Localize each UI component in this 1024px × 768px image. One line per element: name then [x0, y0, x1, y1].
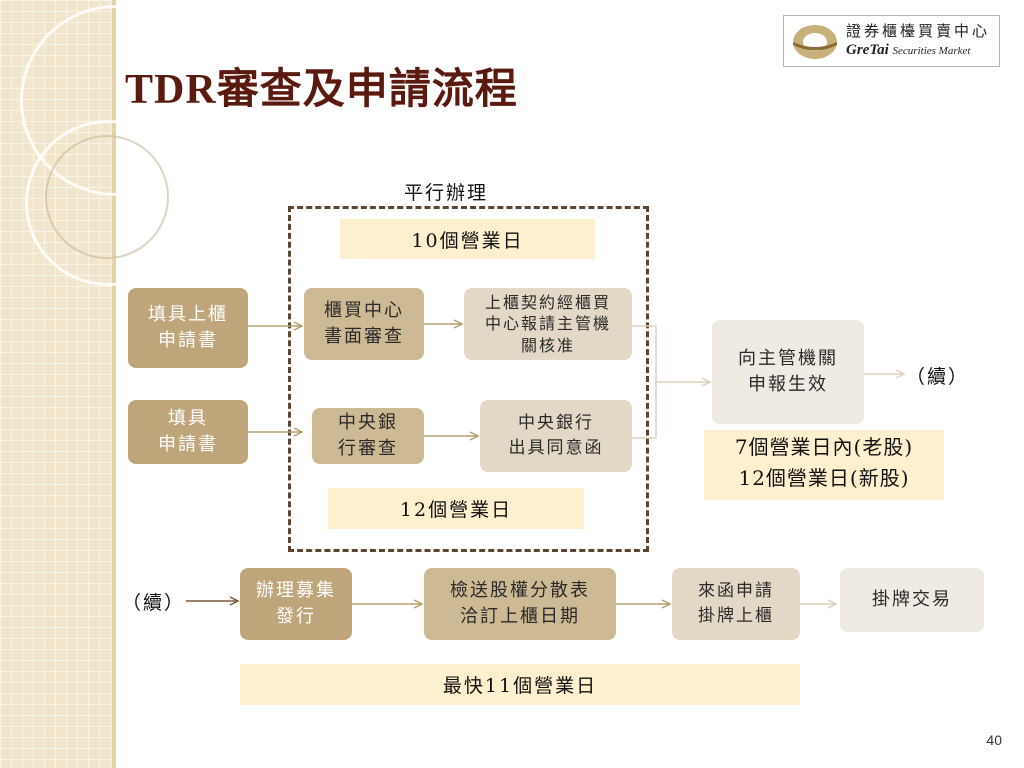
node-listing-trading: 掛牌交易: [840, 568, 984, 632]
gretai-logo: 證券櫃檯買賣中心 GreTai Securities Market: [783, 15, 1000, 67]
title-cjk: 審查及申請流程: [216, 64, 518, 113]
node-line: 申請書: [158, 434, 218, 455]
node-line: 上櫃契約經櫃買: [484, 292, 611, 312]
node-line: 中央銀行: [518, 413, 594, 434]
node-otc-written-review: 櫃買中心書面審查: [304, 288, 424, 360]
node-equity-dispersion: 檢送股權分散表洽訂上櫃日期: [424, 568, 616, 640]
node-line: 洽訂上櫃日期: [460, 606, 580, 627]
page-number: 40: [986, 732, 1002, 748]
node-central-bank-consent: 中央銀行出具同意函: [480, 400, 632, 472]
days-label-right: 7個營業日內(老股) 12個營業日(新股): [704, 430, 944, 500]
node-otc-report-authority: 上櫃契約經櫃買中心報請主管機關核准: [464, 288, 632, 360]
node-fill-application: 填具申請書: [128, 400, 248, 464]
node-fill-otc-application: 填具上櫃申請書: [128, 288, 248, 368]
days-label-right-line1: 7個營業日內(老股): [734, 435, 914, 459]
node-line: 檢送股權分散表: [450, 579, 590, 601]
node-line: 出具同意函: [508, 438, 604, 458]
node-line: 向主管機關: [738, 347, 838, 369]
node-line: 掛牌交易: [872, 588, 952, 610]
node-line: 填具上櫃: [148, 303, 228, 325]
node-line: 書面審查: [324, 326, 404, 347]
parallel-region: [288, 206, 649, 552]
days-label-mid: 12個營業日: [328, 488, 584, 529]
node-line: 掛牌上櫃: [698, 606, 774, 626]
connector-report-to-merge: [632, 325, 657, 439]
logo-name-zh: 證券櫃檯買賣中心: [846, 22, 991, 40]
node-line: 申請書: [158, 330, 218, 351]
node-line: 來函申請: [698, 581, 774, 602]
logo-brand: GreTai: [846, 42, 889, 58]
node-line: 行審查: [338, 438, 398, 459]
node-line: 申報生效: [748, 374, 828, 395]
node-line: 發行: [276, 606, 316, 627]
node-line: 中央銀: [338, 411, 398, 433]
node-offering-issuance: 辦理募集發行: [240, 568, 352, 640]
logo-brand-rest: Securities Market: [892, 45, 971, 57]
slide-title: TDR審查及申請流程: [125, 55, 518, 116]
node-line: 關核准: [520, 335, 575, 355]
node-line: 櫃買中心: [324, 299, 404, 321]
node-line: 中心報請主管機: [484, 314, 611, 334]
title-latin: TDR: [125, 67, 217, 113]
continue-label-left: （續）: [122, 592, 186, 614]
parallel-label: 平行辦理: [404, 182, 489, 204]
gretai-emblem-icon: [793, 25, 837, 59]
days-label-top: 10個營業日: [340, 219, 595, 259]
days-label-bottom: 最快11個營業日: [240, 664, 800, 705]
logo-name-en: GreTai Securities Market: [846, 42, 970, 59]
days-label-right-line2: 12個營業日(新股): [738, 466, 910, 490]
node-file-effective: 向主管機關申報生效: [712, 320, 864, 424]
node-central-bank-review: 中央銀行審查: [312, 408, 424, 464]
node-line: 填具: [168, 407, 208, 429]
decorative-ring: [45, 135, 169, 259]
node-line: 辦理募集: [256, 579, 336, 601]
continue-label-right: （續）: [906, 366, 970, 388]
side-panel-edge: [112, 0, 116, 768]
node-apply-listing: 來函申請掛牌上櫃: [672, 568, 800, 640]
decorative-ring: [25, 120, 191, 286]
